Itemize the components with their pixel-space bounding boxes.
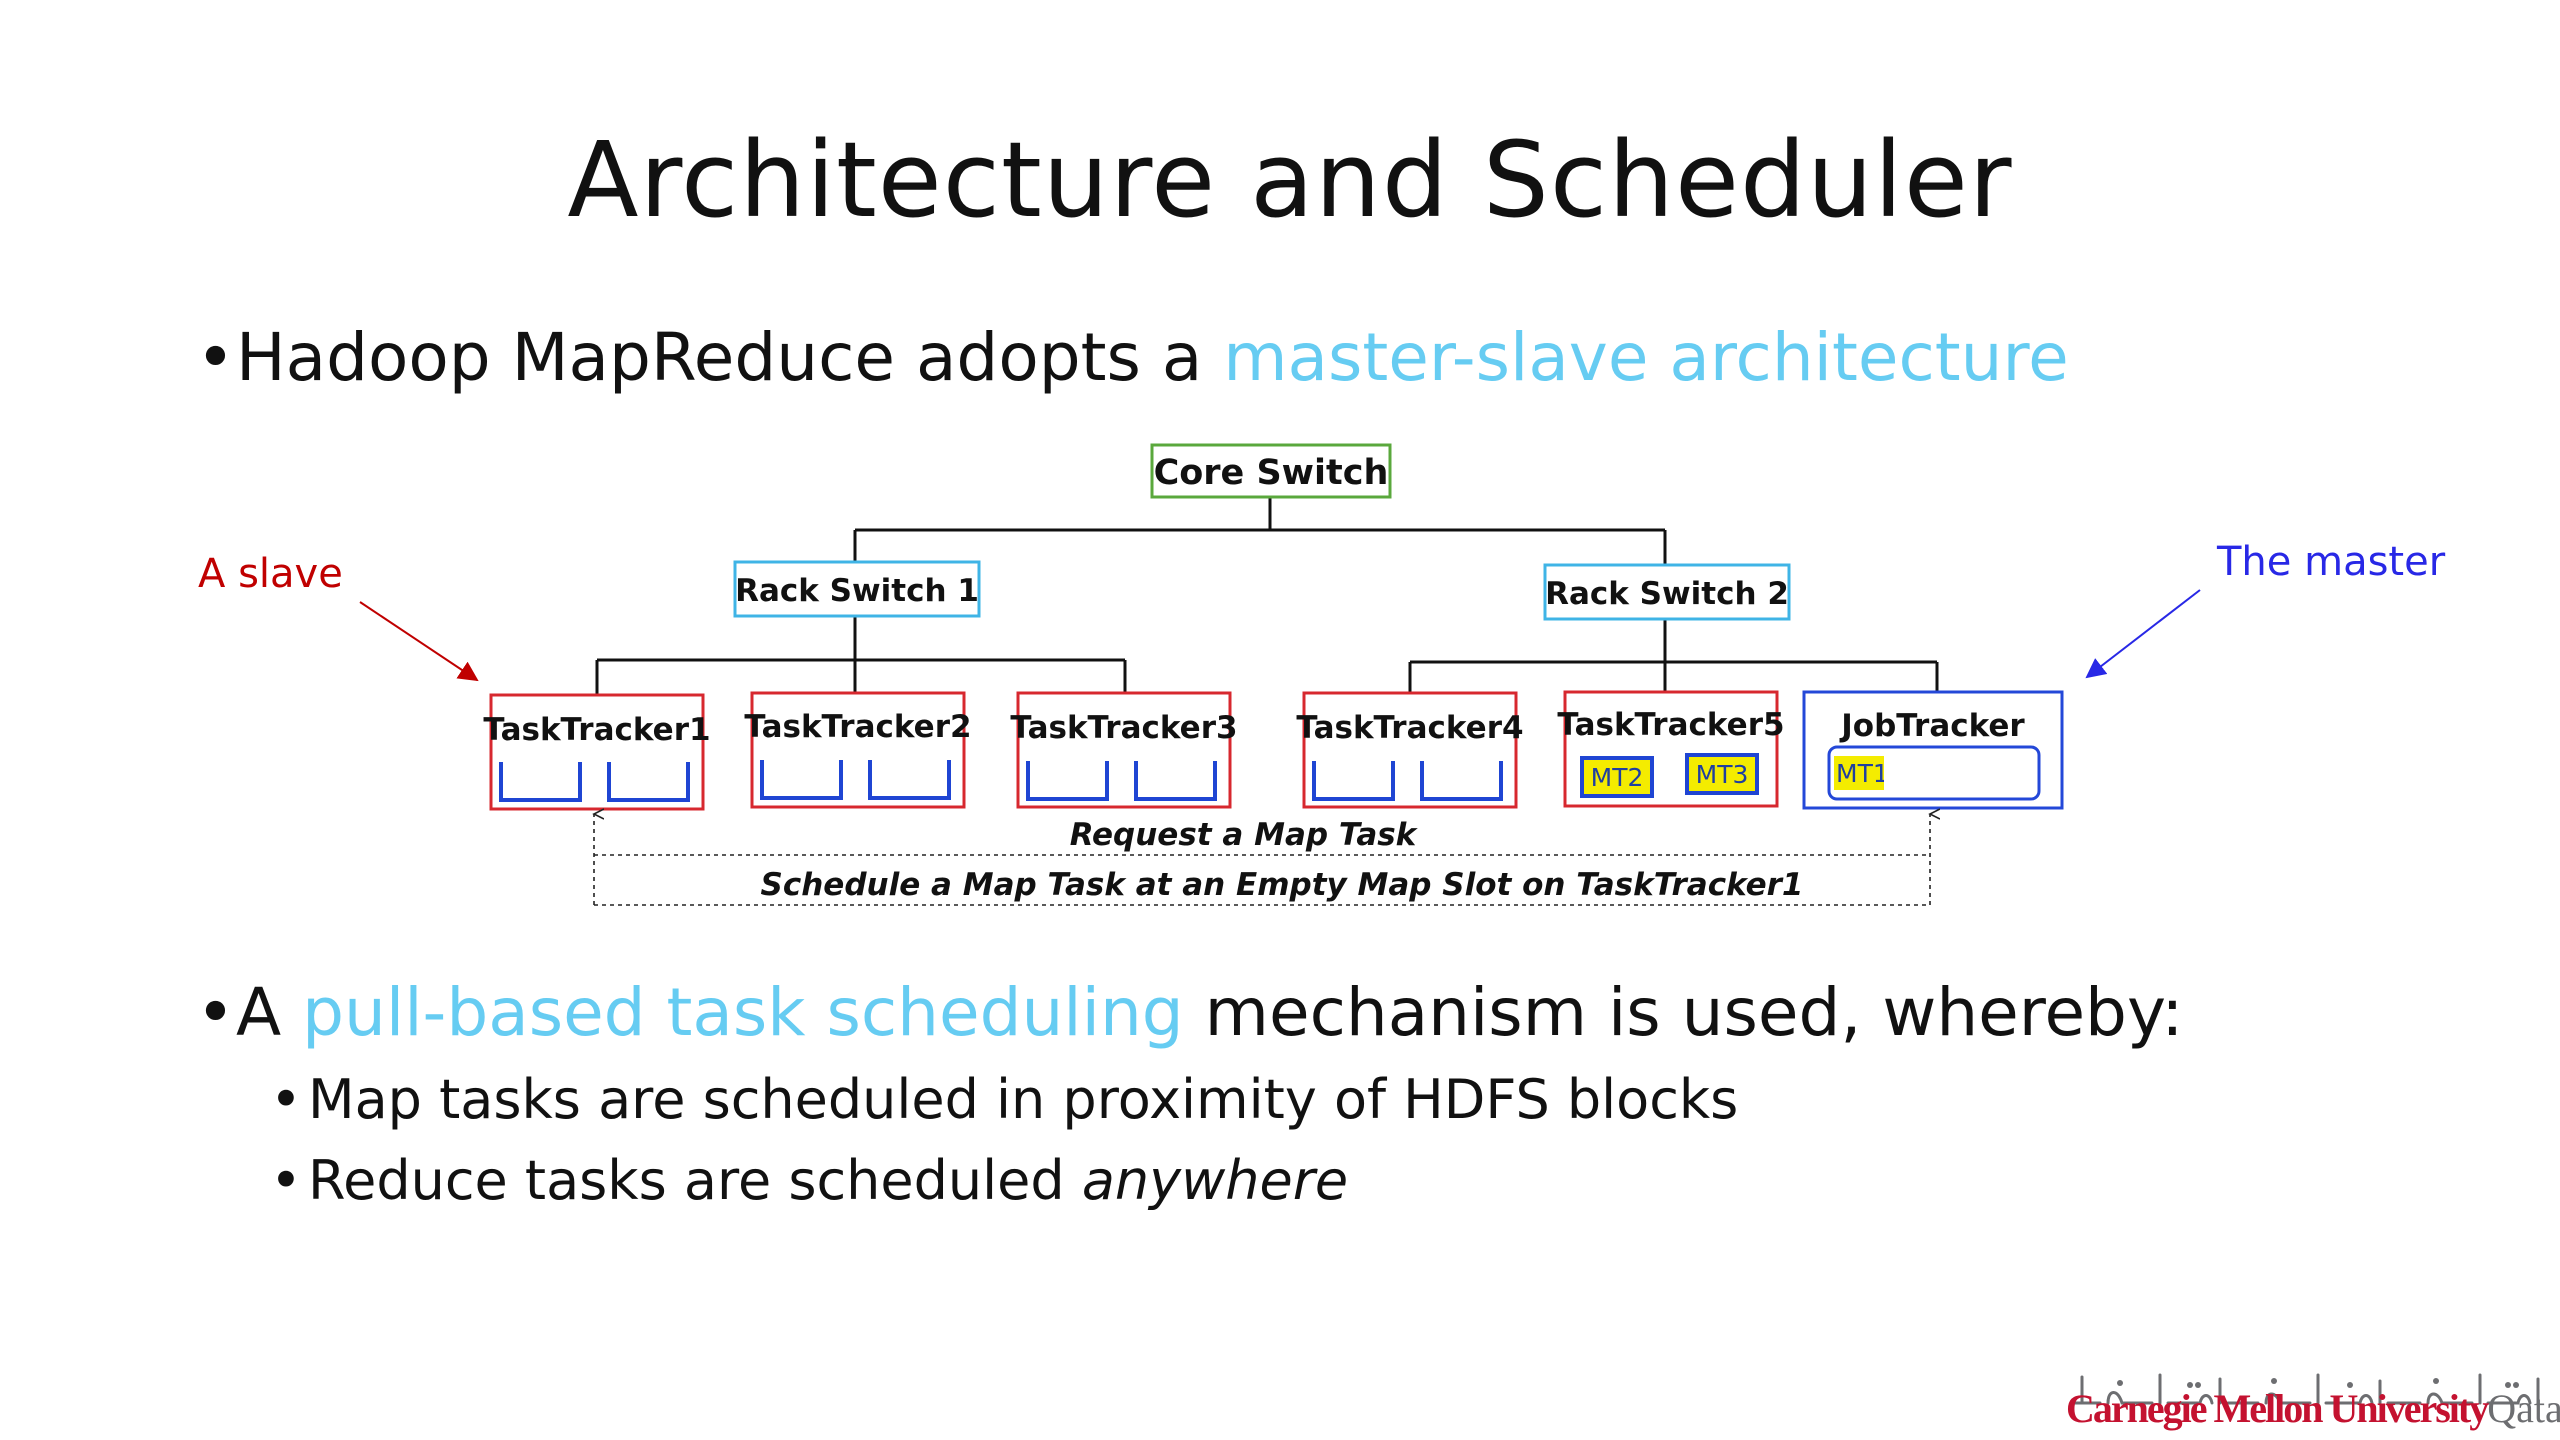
task-tracker-4-label: TaskTracker4: [1296, 710, 1523, 746]
bullet2-highlight: pull-based task scheduling: [302, 974, 1184, 1051]
bullet2-suffix: mechanism is used, whereby:: [1183, 974, 2184, 1051]
task-tracker-4: TaskTracker4: [1296, 691, 1524, 809]
bullet-pull-scheduling: •A pull-based task scheduling mechanism …: [196, 973, 2183, 1053]
rack-switch-2-label: Rack Switch 2: [1545, 576, 1789, 612]
task-tracker-3: TaskTracker3: [1010, 691, 1238, 809]
task-tracker-2-label: TaskTracker2: [744, 709, 971, 745]
map-slot: [1026, 761, 1109, 801]
cmu-name: Carnegie Mellon University: [2066, 1386, 2489, 1431]
job-tracker: JobTracker MT1: [1802, 690, 2064, 810]
master-label: The master: [2216, 539, 2446, 585]
job-tracker-label: JobTracker: [1839, 708, 2025, 744]
map-slot: [1134, 761, 1217, 801]
job-queue-item: [1834, 756, 1884, 790]
task-tracker-3-label: TaskTracker3: [1010, 710, 1237, 746]
rack-switch-2: Rack Switch 2: [1543, 563, 1791, 621]
core-switch-label: Core Switch: [1154, 453, 1389, 493]
cmu-qatar-arabic-logo: [2072, 1373, 2540, 1405]
task-tracker-1-label: TaskTracker1: [483, 712, 710, 748]
slave-arrow: [359, 601, 479, 682]
slave-label: A slave: [198, 551, 343, 597]
map-slot: [499, 762, 582, 802]
bullet-master-slave: •Hadoop MapReduce adopts a master-slave …: [196, 318, 2069, 398]
map-slot: [607, 762, 690, 802]
sub2-italic: anywhere: [1081, 1149, 1349, 1212]
request-map-task-label: Request a Map Task: [1070, 817, 1419, 853]
map-slot-occupied: [1580, 756, 1654, 798]
core-switch: Core Switch: [1150, 443, 1392, 499]
map-slot: [1312, 761, 1395, 801]
bullet1-highlight: master-slave architecture: [1223, 319, 2069, 396]
master-arrow: [2085, 589, 2201, 679]
tt5-slot2-label: MT3: [1696, 760, 1749, 789]
cmu-qatar-logo-text: Carnegie Mellon UniversityQatar: [2066, 1385, 2560, 1432]
bullet1-text: Hadoop MapReduce adopts a: [236, 319, 1224, 396]
sub1-text: Map tasks are scheduled in proximity of …: [308, 1068, 1739, 1131]
sub-bullet-dot: •: [270, 1068, 302, 1131]
map-slot: [868, 760, 951, 800]
sub-bullet-map-tasks: •Map tasks are scheduled in proximity of…: [270, 1065, 1738, 1135]
jt-slot-label: MT1: [1836, 759, 1889, 788]
tt5-slot1-label: MT2: [1591, 763, 1644, 792]
network-links: [595, 497, 1939, 695]
map-slot: [760, 760, 843, 800]
bullet-dot: •: [196, 319, 235, 396]
bullet2-prefix: A: [236, 974, 303, 1051]
bullet-dot: •: [196, 974, 235, 1051]
jt-slot-clip: MT1: [1836, 759, 1889, 788]
sub2-text: Reduce tasks are scheduled: [308, 1149, 1082, 1212]
slide-title: Architecture and Scheduler: [567, 119, 2013, 241]
task-tracker-2: TaskTracker2: [744, 691, 972, 809]
map-slot-occupied: [1685, 753, 1759, 795]
sub-bullet-dot: •: [270, 1149, 302, 1212]
rack-switch-1-label: Rack Switch 1: [735, 573, 979, 609]
scheduling-flow: [594, 814, 1930, 906]
schedule-map-task-label: Schedule a Map Task at an Empty Map Slot…: [761, 867, 1804, 903]
task-tracker-1: TaskTracker1: [483, 693, 711, 811]
cmu-qatar: Qatar: [2487, 1386, 2560, 1431]
task-tracker-5: TaskTracker5 MT2 MT3: [1557, 690, 1785, 808]
task-tracker-5-label: TaskTracker5: [1557, 707, 1784, 743]
sub-bullet-reduce-tasks: •Reduce tasks are scheduled anywhere: [270, 1146, 1348, 1216]
rack-switch-1: Rack Switch 1: [733, 560, 981, 618]
map-slot: [1420, 761, 1503, 801]
